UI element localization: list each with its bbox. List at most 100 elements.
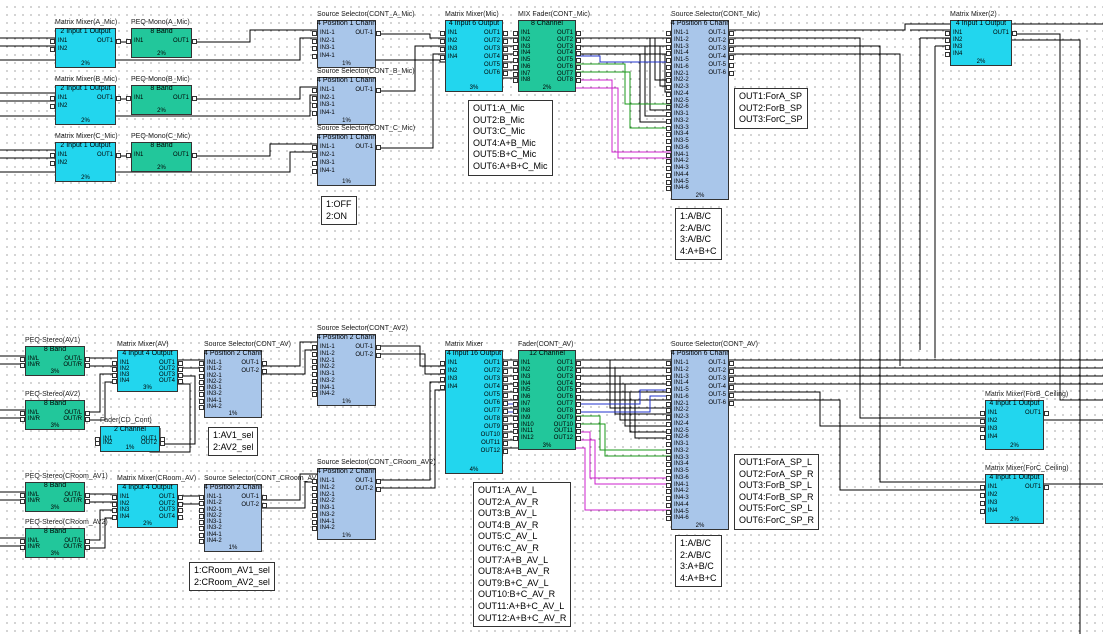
input-pin[interactable] bbox=[199, 379, 204, 385]
input-pin[interactable] bbox=[440, 39, 445, 44]
output-pin[interactable] bbox=[85, 411, 90, 416]
output-pin[interactable] bbox=[576, 44, 581, 50]
output-pin[interactable] bbox=[503, 39, 508, 44]
input-pin[interactable] bbox=[199, 520, 204, 525]
output-pin[interactable] bbox=[503, 71, 508, 76]
input-pin[interactable] bbox=[666, 496, 671, 501]
output-pin[interactable] bbox=[192, 39, 197, 44]
input-pin[interactable] bbox=[312, 365, 317, 371]
input-pin[interactable] bbox=[50, 153, 55, 158]
output-pin[interactable] bbox=[376, 353, 381, 358]
input-pin[interactable] bbox=[312, 53, 317, 59]
input-pin[interactable] bbox=[199, 526, 204, 532]
input-pin[interactable] bbox=[945, 45, 950, 50]
output-pin[interactable] bbox=[729, 361, 734, 366]
output-pin[interactable] bbox=[729, 385, 734, 390]
input-pin[interactable] bbox=[666, 482, 671, 488]
input-pin[interactable] bbox=[312, 46, 317, 51]
output-pin[interactable] bbox=[576, 367, 581, 373]
input-pin[interactable] bbox=[50, 47, 55, 52]
input-pin[interactable] bbox=[513, 78, 518, 84]
output-pin[interactable] bbox=[503, 441, 508, 446]
input-pin[interactable] bbox=[112, 361, 117, 366]
output-pin[interactable] bbox=[116, 39, 121, 44]
block-ss-a-mic[interactable]: Source Selector(CONT_A_Mic)4 Position 1 … bbox=[312, 11, 415, 68]
input-pin[interactable] bbox=[666, 91, 671, 97]
input-pin[interactable] bbox=[666, 435, 671, 441]
output-pin[interactable] bbox=[192, 153, 197, 158]
output-pin[interactable] bbox=[503, 361, 508, 366]
input-pin[interactable] bbox=[199, 386, 204, 391]
block-ss-c-mic[interactable]: Source Selector(CONT_C_Mic)4 Position 1 … bbox=[312, 125, 415, 186]
input-pin[interactable] bbox=[513, 388, 518, 394]
input-pin[interactable] bbox=[666, 31, 671, 36]
input-pin[interactable] bbox=[440, 385, 445, 390]
input-pin[interactable] bbox=[513, 422, 518, 428]
input-pin[interactable] bbox=[440, 47, 445, 52]
block-ss-b-mic[interactable]: Source Selector(CONT_B_Mic)4 Position 1 … bbox=[312, 68, 415, 125]
input-pin[interactable] bbox=[666, 489, 671, 495]
input-pin[interactable] bbox=[980, 509, 985, 514]
output-pin[interactable] bbox=[376, 487, 381, 492]
output-pin[interactable] bbox=[503, 409, 508, 414]
output-pin[interactable] bbox=[576, 436, 581, 442]
input-pin[interactable] bbox=[199, 367, 204, 373]
input-pin[interactable] bbox=[513, 395, 518, 401]
input-pin[interactable] bbox=[666, 179, 671, 185]
output-pin[interactable] bbox=[376, 145, 381, 150]
input-pin[interactable] bbox=[199, 392, 204, 398]
input-pin[interactable] bbox=[666, 105, 671, 111]
input-pin[interactable] bbox=[50, 39, 55, 44]
input-pin[interactable] bbox=[199, 507, 204, 513]
output-pin[interactable] bbox=[729, 393, 734, 398]
input-pin[interactable] bbox=[666, 118, 671, 124]
input-pin[interactable] bbox=[513, 71, 518, 77]
output-pin[interactable] bbox=[503, 401, 508, 406]
input-pin[interactable] bbox=[199, 501, 204, 507]
input-pin[interactable] bbox=[312, 506, 317, 511]
output-pin[interactable] bbox=[576, 395, 581, 401]
input-pin[interactable] bbox=[513, 31, 518, 36]
output-pin[interactable] bbox=[503, 369, 508, 374]
output-pin[interactable] bbox=[503, 63, 508, 68]
input-pin[interactable] bbox=[312, 169, 317, 174]
output-pin[interactable] bbox=[576, 71, 581, 77]
input-pin[interactable] bbox=[945, 31, 950, 36]
input-pin[interactable] bbox=[666, 166, 671, 171]
input-pin[interactable] bbox=[312, 103, 317, 108]
input-pin[interactable] bbox=[666, 125, 671, 131]
input-pin[interactable] bbox=[440, 369, 445, 374]
output-pin[interactable] bbox=[576, 361, 581, 366]
output-pin[interactable] bbox=[729, 31, 734, 36]
output-pin[interactable] bbox=[1044, 485, 1049, 490]
output-pin[interactable] bbox=[376, 88, 381, 93]
input-pin[interactable] bbox=[312, 372, 317, 377]
output-pin[interactable] bbox=[85, 357, 90, 362]
input-pin[interactable] bbox=[666, 394, 671, 400]
input-pin[interactable] bbox=[513, 374, 518, 380]
output-pin[interactable] bbox=[503, 393, 508, 398]
input-pin[interactable] bbox=[980, 411, 985, 416]
input-pin[interactable] bbox=[666, 172, 671, 178]
input-pin[interactable] bbox=[112, 373, 117, 378]
input-pin[interactable] bbox=[312, 110, 317, 116]
output-pin[interactable] bbox=[576, 422, 581, 428]
output-pin[interactable] bbox=[576, 429, 581, 435]
input-pin[interactable] bbox=[666, 361, 671, 366]
output-pin[interactable] bbox=[503, 433, 508, 438]
input-pin[interactable] bbox=[312, 485, 317, 491]
input-pin[interactable] bbox=[513, 361, 518, 366]
input-pin[interactable] bbox=[312, 392, 317, 398]
input-pin[interactable] bbox=[666, 85, 671, 90]
output-pin[interactable] bbox=[178, 514, 183, 520]
